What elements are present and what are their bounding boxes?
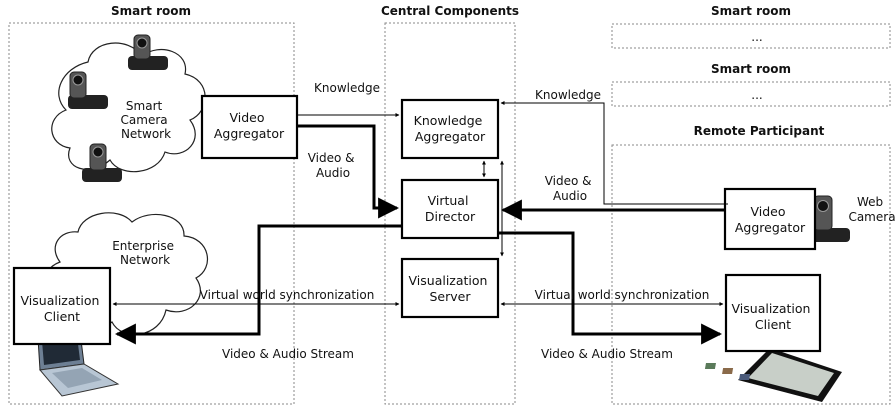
smart-camera-cloud-label: Smart Camera Network xyxy=(121,99,172,141)
tablet-icon xyxy=(704,348,842,402)
visualization-client-left-label: Visualization Client xyxy=(21,293,104,324)
knowledge-aggregator-label: Knowledge Aggregator xyxy=(414,113,487,144)
smart-room-top1-header: Smart room xyxy=(711,4,791,18)
knowledge-aggregator-box xyxy=(400,98,500,160)
enterprise-cloud-label: Enterprise Network xyxy=(112,239,178,267)
virtual-director-label: Virtual Director xyxy=(425,193,476,224)
virtual-director-box xyxy=(400,178,500,240)
camera-icon xyxy=(128,34,168,70)
smart-room-left-header: Smart room xyxy=(111,4,191,18)
knowledge-right-label: Knowledge xyxy=(535,88,601,102)
smart-camera-cloud xyxy=(51,42,206,173)
stream-right-arrow xyxy=(498,231,723,345)
video-aggregator-left-label: Video Aggregator xyxy=(214,110,285,141)
smart-room-top1-region xyxy=(611,23,891,49)
remote-region xyxy=(611,144,891,405)
visualization-client-right-label: Visualization Client xyxy=(732,301,815,332)
sync-right-label: Virtual world synchronization xyxy=(535,288,710,302)
video-audio-left-arrow xyxy=(297,124,400,219)
camera-icon xyxy=(82,143,122,182)
camera-icon xyxy=(68,71,108,109)
stream-left-label: Video & Audio Stream xyxy=(222,347,354,361)
sync-left-label: Virtual world synchronization xyxy=(200,288,375,302)
web-camera-label: Web Camera xyxy=(848,195,895,224)
video-audio-left-label: Video & Audio xyxy=(308,151,359,180)
video-audio-right-label: Video & Audio xyxy=(545,174,596,203)
remote-header: Remote Participant xyxy=(694,124,825,138)
smart-room-left-region xyxy=(8,22,295,405)
visualization-server-label: Visualization Server xyxy=(409,273,492,304)
smart-room-top2-region xyxy=(611,81,891,107)
knowledge-right-arrow xyxy=(500,101,728,205)
visualization-client-right-box xyxy=(724,273,822,353)
video-aggregator-right-box xyxy=(723,187,817,251)
video-aggregator-right-label: Video Aggregator xyxy=(735,204,806,235)
ellipsis-2: ... xyxy=(751,88,762,102)
visualization-client-left-box xyxy=(12,266,112,346)
web-camera-icon xyxy=(808,195,850,242)
stream-left-arrow xyxy=(114,224,402,345)
central-header: Central Components xyxy=(381,4,519,18)
visualization-server-box xyxy=(400,257,500,319)
ellipsis-1: ... xyxy=(751,30,762,44)
stream-right-label: Video & Audio Stream xyxy=(541,347,673,361)
knowledge-left-label: Knowledge xyxy=(314,81,380,95)
video-aggregator-left-box xyxy=(200,94,299,160)
smart-room-top2-header: Smart room xyxy=(711,62,791,76)
